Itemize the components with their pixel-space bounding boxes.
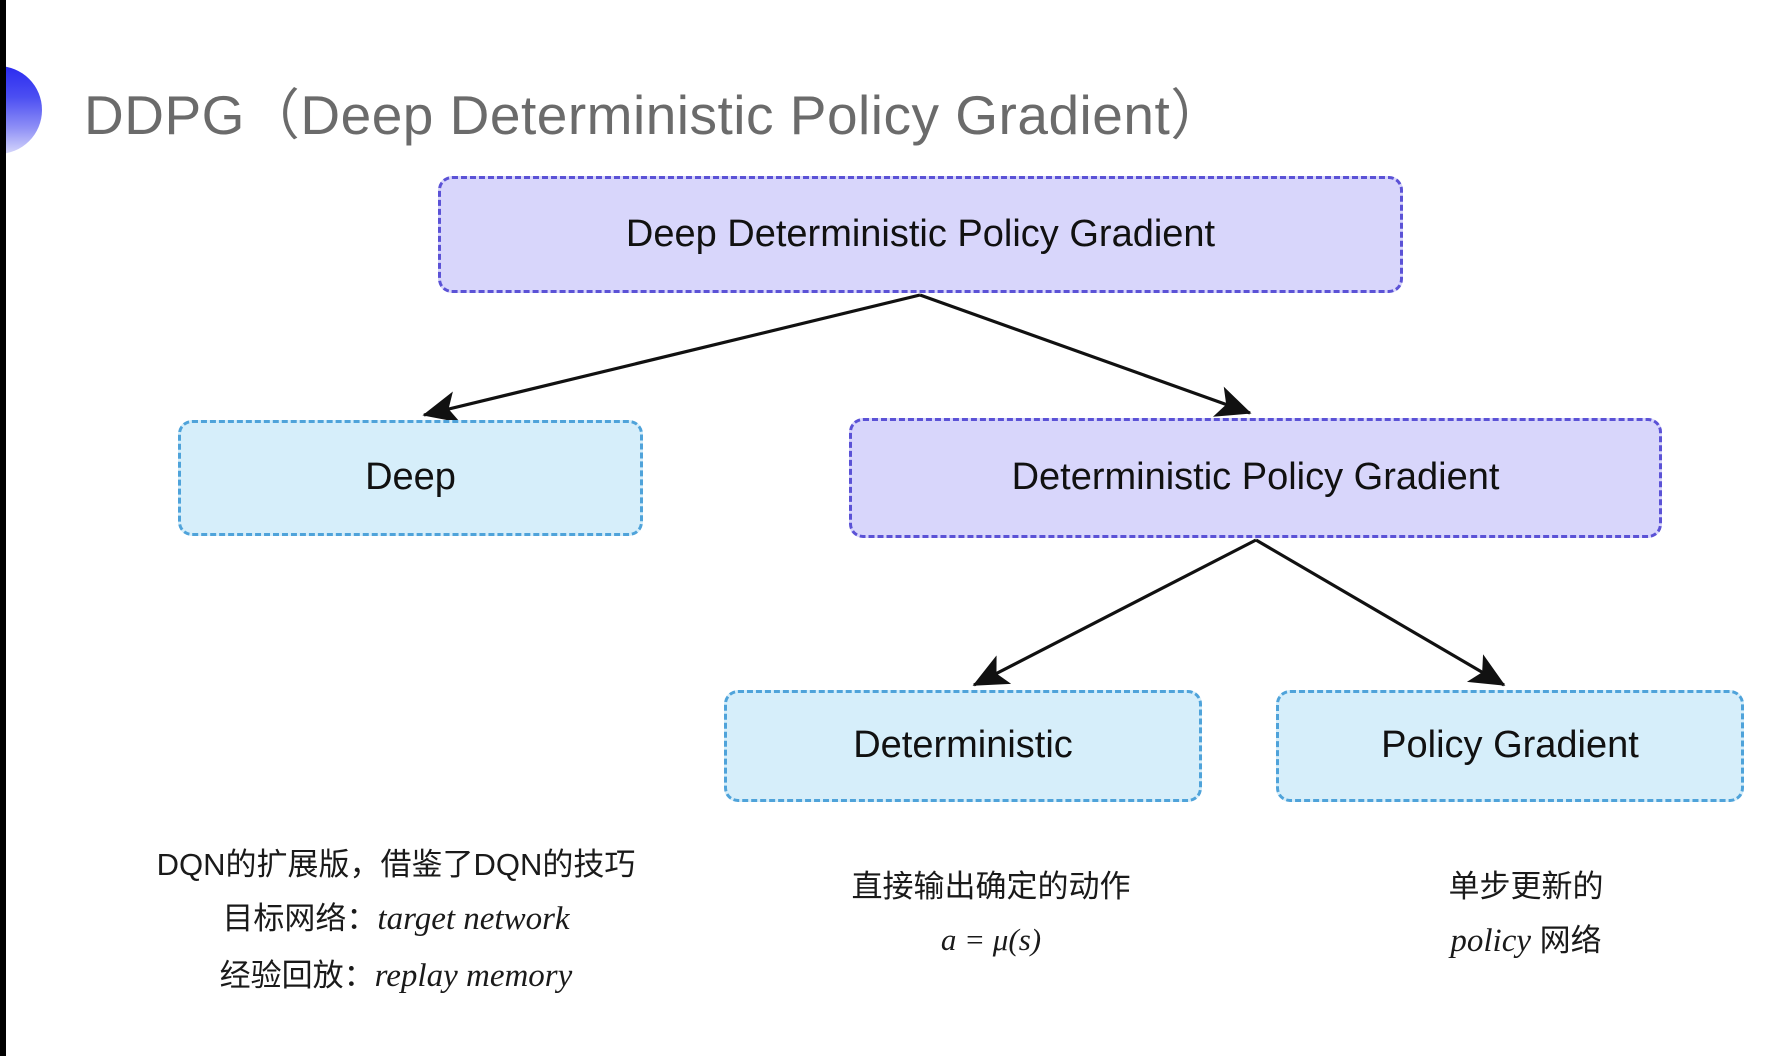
caption-deep-line-3-label: 经验回放：	[219, 958, 375, 994]
caption-policy-gradient: 单步更新的 policy 网络	[1346, 860, 1706, 970]
node-label: Deterministic	[853, 724, 1073, 767]
caption-deep-line-3-term: replay memory	[374, 958, 573, 995]
caption-deep-line-1: DQN的扩展版，借鉴了DQN的技巧	[156, 847, 636, 882]
caption-deep-line-2: 目标网络：target network	[126, 891, 666, 948]
edge-dpg-to-policy-gradient	[1255, 538, 1506, 687]
caption-policy-gradient-term: policy	[1450, 923, 1531, 960]
edge-root-to-dpg	[919, 293, 1252, 417]
gradient-semicircle-bullet-icon	[6, 66, 42, 154]
caption-deterministic: 直接输出确定的动作 a = μ(s)	[791, 860, 1191, 967]
node-policy-gradient[interactable]: Policy Gradient	[1276, 690, 1744, 802]
caption-deterministic-line-1: 直接输出确定的动作	[851, 869, 1131, 904]
caption-deep-line-2-label: 目标网络：	[222, 901, 378, 937]
node-deterministic-policy-gradient[interactable]: Deterministic Policy Gradient	[849, 418, 1662, 538]
edge-dpg-to-deterministic	[972, 538, 1257, 687]
caption-policy-gradient-suffix: 网络	[1531, 923, 1602, 959]
caption-deep-line-2-term: target network	[377, 901, 570, 938]
node-label: Deep Deterministic Policy Gradient	[625, 212, 1216, 255]
caption-deep-line-3: 经验回放：replay memory	[126, 948, 666, 1005]
node-deep-deterministic-policy-gradient[interactable]: Deep Deterministic Policy Gradient	[438, 176, 1403, 293]
edge-root-to-deep	[422, 293, 921, 423]
node-deterministic[interactable]: Deterministic	[724, 690, 1202, 802]
node-deep[interactable]: Deep	[178, 420, 643, 536]
caption-deep: DQN的扩展版，借鉴了DQN的技巧 目标网络：target network 经验…	[126, 838, 666, 1005]
caption-policy-gradient-line-1: 单步更新的	[1448, 869, 1604, 904]
page-title: DDPG（Deep Deterministic Policy Gradient）	[84, 84, 1226, 146]
node-label: Policy Gradient	[1381, 724, 1639, 767]
caption-policy-gradient-line-2: policy 网络	[1346, 913, 1706, 970]
caption-deterministic-formula: a = μ(s)	[940, 922, 1042, 958]
slide-title-row: DDPG（Deep Deterministic Policy Gradient）	[6, 62, 1226, 158]
node-label: Deterministic Policy Gradient	[1011, 456, 1500, 499]
node-label: Deep	[365, 456, 456, 499]
